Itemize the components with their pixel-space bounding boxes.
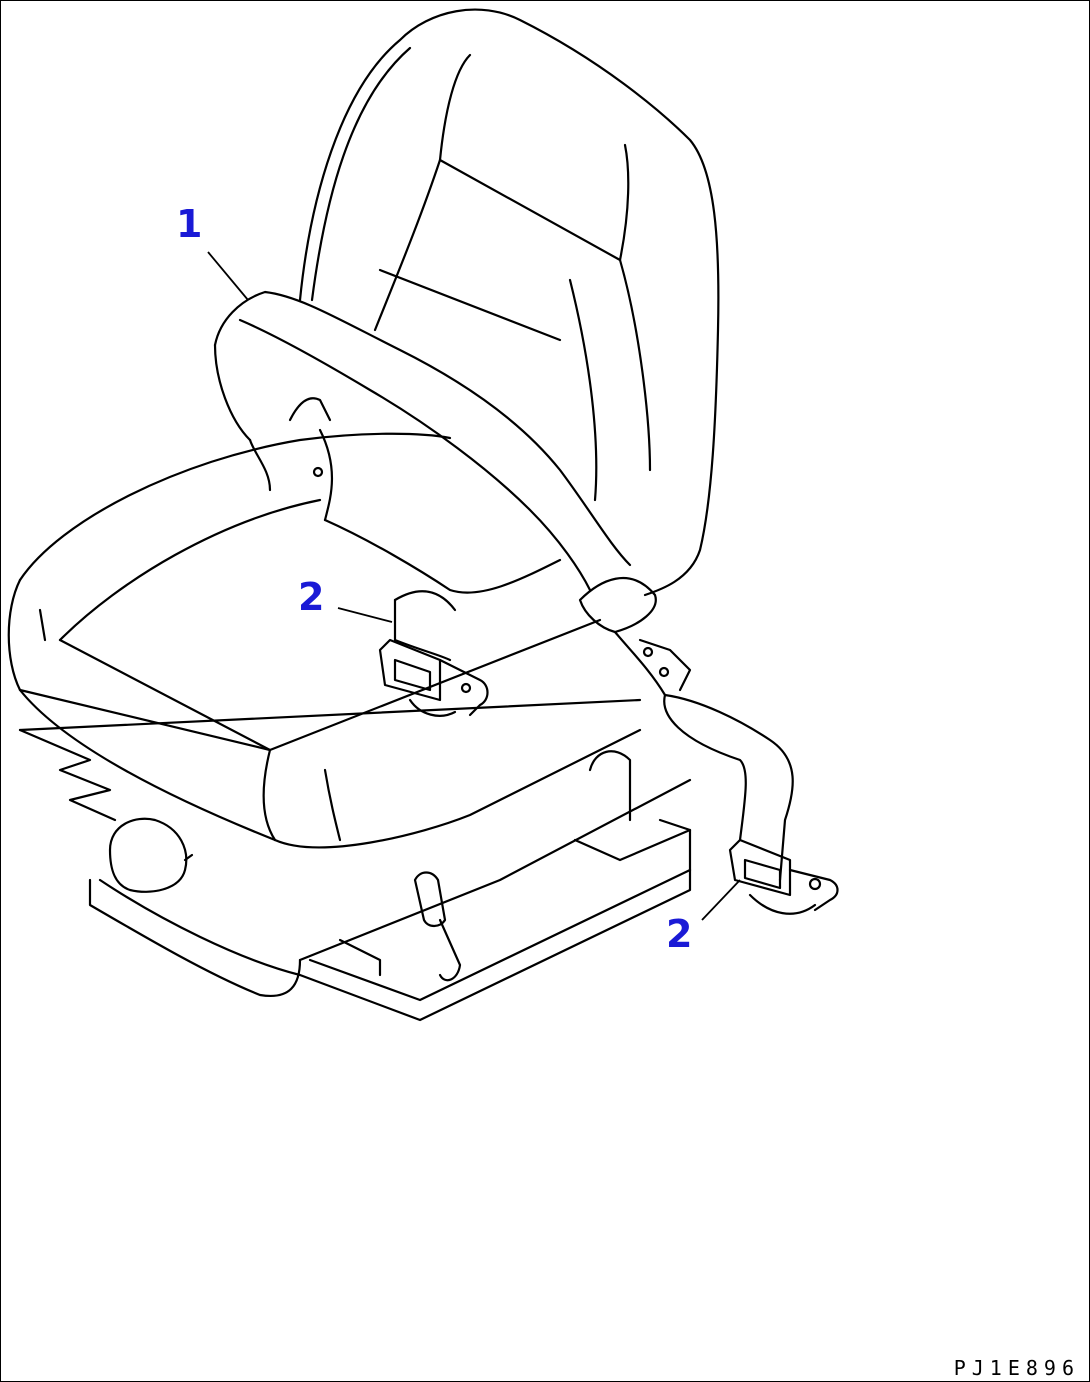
seat-backrest [298,8,720,597]
seat-lever [413,871,462,982]
seat-belt [213,290,794,882]
buckle-left [378,638,489,717]
buckle-right [728,838,839,915]
seat-base [18,698,692,1022]
seat-cushion [7,432,642,849]
callout-2-left: 2 [298,575,325,619]
leader-line-2b [701,879,741,921]
seat-knob [108,817,194,893]
leader-line-2a [337,607,393,623]
callout-1: 1 [176,202,203,246]
drawing-code: PJ1E896 [953,1356,1080,1380]
callout-2-right: 2 [666,912,693,956]
leader-line-1 [207,251,249,301]
